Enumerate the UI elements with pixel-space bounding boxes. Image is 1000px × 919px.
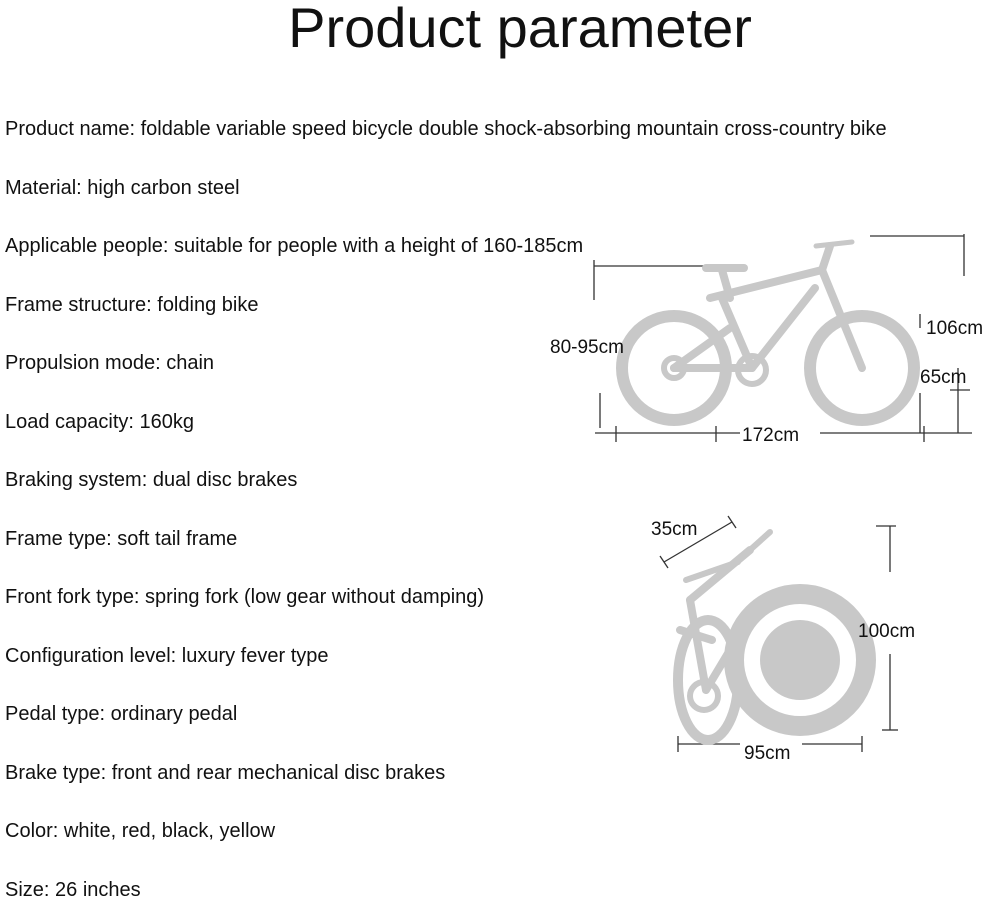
total-height-dimension: 106cm (926, 319, 983, 339)
param-color: Color: white, red, black, yellow (5, 802, 887, 861)
folded-bike-illustration (650, 510, 910, 780)
wheel-height-dimension: 65cm (920, 368, 966, 388)
param-braking-system: Braking system: dual disc brakes (5, 451, 887, 510)
param-size: Size: 26 inches (5, 861, 887, 919)
unfolded-bike-diagram: 80-95cm 106cm 65cm 172cm (580, 228, 980, 448)
param-material: Material: high carbon steel (5, 159, 887, 218)
length-dimension: 172cm (742, 426, 799, 446)
folded-bike-diagram: 35cm 100cm 95cm (650, 510, 910, 780)
param-product-name: Product name: foldable variable speed bi… (5, 100, 887, 159)
folded-width-dimension: 95cm (744, 744, 790, 764)
seat-height-dimension: 80-95cm (550, 338, 624, 358)
folded-height-dimension: 100cm (858, 622, 915, 642)
folded-depth-dimension: 35cm (651, 520, 697, 540)
page-title: Product parameter (0, 0, 1000, 56)
unfolded-bike-illustration (580, 228, 980, 448)
